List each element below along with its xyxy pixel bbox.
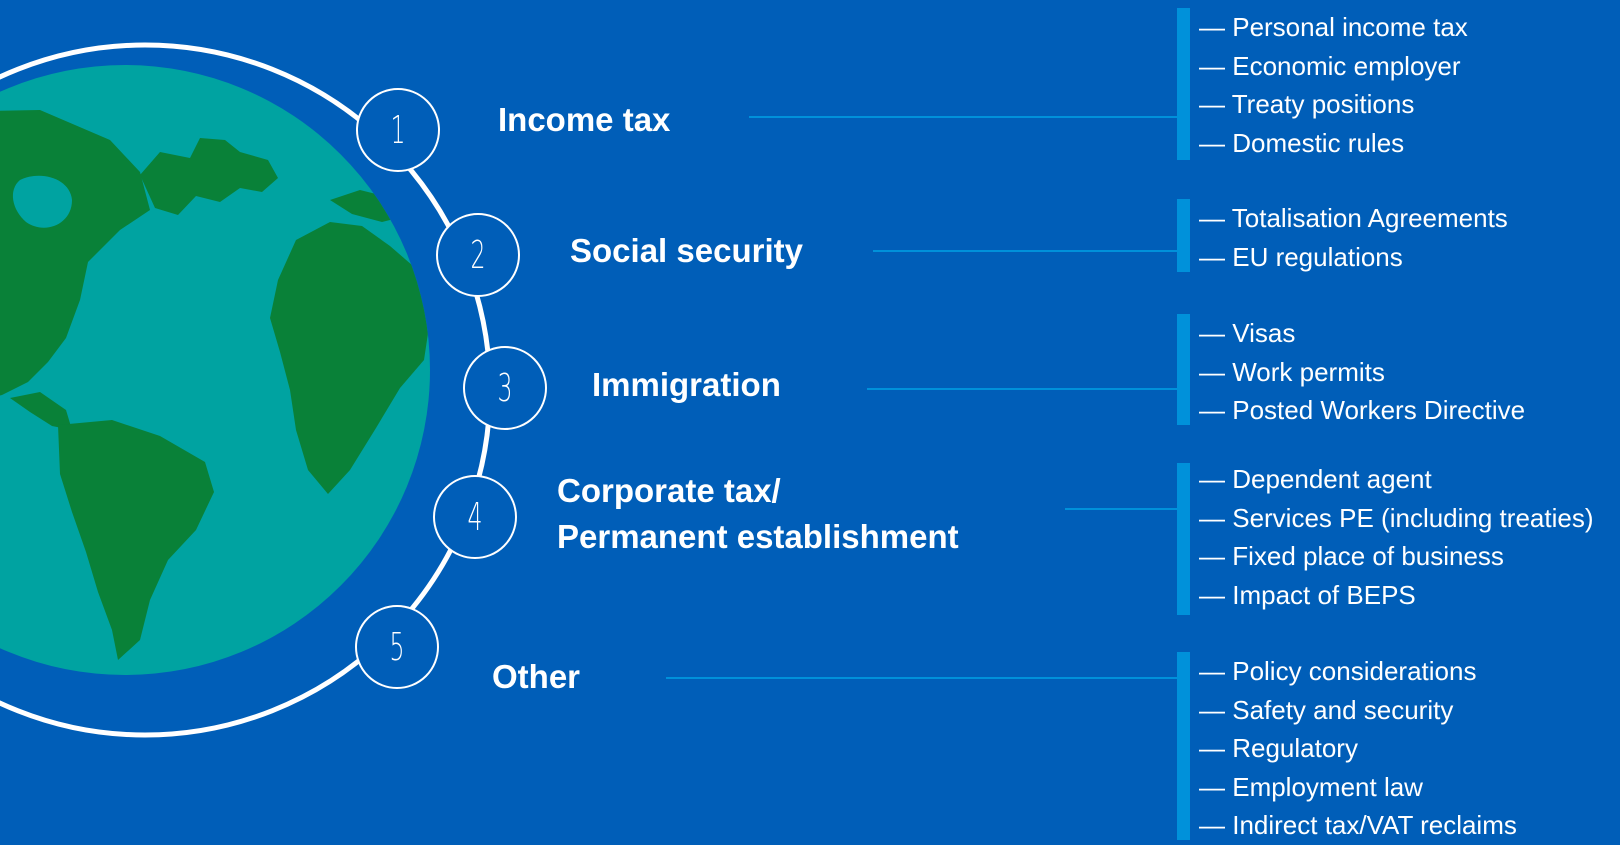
topic-items-2: — Totalisation Agreements — EU regulation…	[1199, 199, 1508, 276]
topic-title-line: Income tax	[498, 101, 671, 138]
list-item: — Dependent agent	[1199, 464, 1432, 494]
accent-bar-5	[1177, 652, 1190, 840]
list-item: — EU regulations	[1199, 241, 1403, 272]
list-item: — Employment law	[1199, 771, 1423, 802]
step-number: 2	[471, 234, 486, 277]
step-circle	[433, 475, 517, 559]
accent-bar-1	[1177, 8, 1190, 160]
step-number: 1	[391, 109, 406, 152]
step-badge-5: 5	[355, 605, 439, 689]
list-item: — Treaty positions	[1199, 89, 1415, 119]
step-badge-3: 3	[463, 346, 547, 430]
topic-items-1: — Personal income tax — Economic employer…	[1199, 8, 1468, 162]
step-badge-4: 4	[433, 475, 517, 559]
list-item: — Regulatory	[1199, 733, 1358, 763]
list-item: — Work permits	[1199, 356, 1385, 387]
topic-title-5: Other	[492, 654, 580, 700]
topic-title-line: Other	[492, 658, 581, 695]
list-item: — Personal income tax	[1199, 12, 1468, 42]
list-item: — Services PE (including treaties)	[1199, 502, 1594, 533]
topic-items-5: — Policy considerations — Safety and secu…	[1199, 652, 1517, 845]
list-item: — Visas	[1199, 318, 1296, 348]
topic-title-1: Income tax	[498, 97, 670, 143]
topic-title-3: Immigration	[592, 362, 781, 408]
accent-bar-2	[1177, 199, 1190, 272]
topic-title-4: Corporate tax/Permanent establishment	[557, 468, 959, 560]
list-item: — Fixed place of business	[1199, 541, 1504, 571]
topic-title-line: Social security	[570, 232, 803, 269]
topic-title-2: Social security	[570, 228, 803, 274]
topic-title-line: Permanent establishment	[557, 518, 959, 555]
step-circle	[355, 605, 439, 689]
step-badge-2: 2	[436, 213, 520, 297]
list-item: — Economic employer	[1199, 50, 1461, 81]
accent-bar-3	[1177, 314, 1190, 425]
topic-items-3: — Visas — Work permits — Posted Workers Di…	[1199, 314, 1525, 430]
list-item: — Safety and security	[1199, 694, 1454, 725]
topic-items-4: — Dependent agent — Services PE (includin…	[1199, 460, 1593, 614]
step-circle	[463, 346, 547, 430]
step-badge-1: 1	[356, 88, 440, 172]
step-circle	[436, 213, 520, 297]
step-number: 5	[390, 626, 405, 669]
topic-title-line: Corporate tax/	[557, 472, 781, 509]
step-number: 4	[468, 496, 483, 539]
list-item: — Impact of BEPS	[1199, 579, 1416, 610]
topic-title-line: Immigration	[592, 366, 781, 403]
list-item: — Totalisation Agreements	[1199, 203, 1508, 233]
list-item: — Domestic rules	[1199, 127, 1405, 158]
list-item: — Posted Workers Directive	[1199, 395, 1526, 425]
list-item: — Policy considerations	[1199, 656, 1477, 686]
step-circle	[356, 88, 440, 172]
step-number: 3	[498, 367, 513, 410]
globe-icon	[0, 65, 430, 675]
list-item: — Indirect tax/VAT reclaims	[1199, 810, 1517, 840]
accent-bar-4	[1177, 463, 1190, 615]
